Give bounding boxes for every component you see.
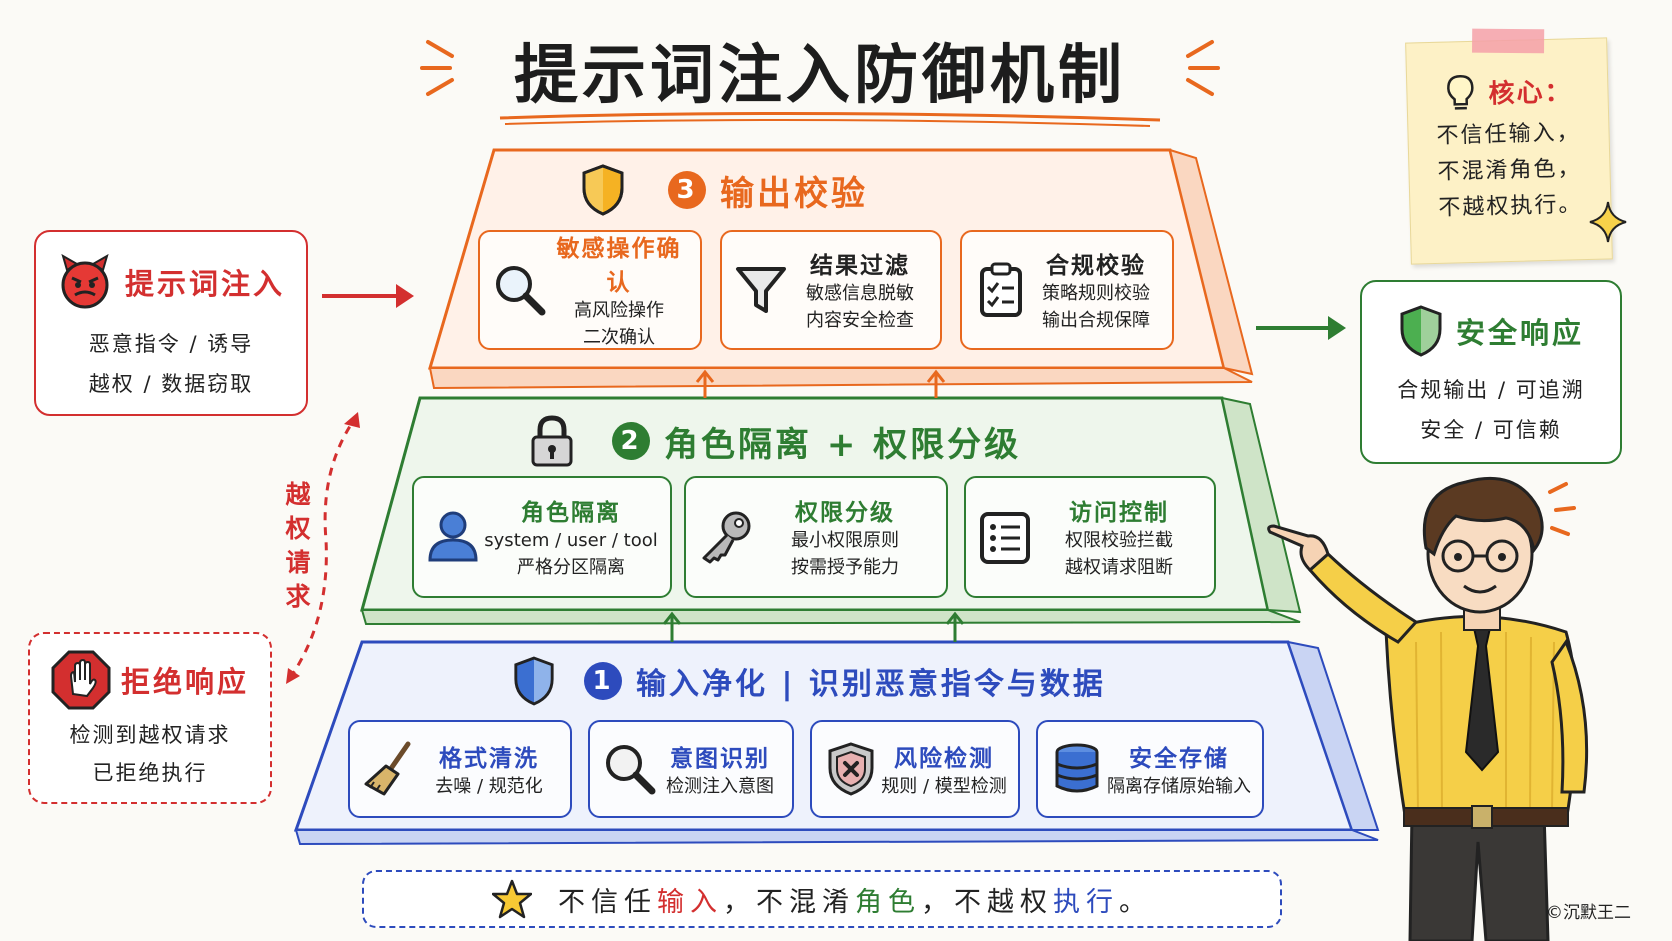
tier-role-header: 2 角色隔离 + 权限分级 bbox=[528, 414, 1021, 468]
input-item-title: 意图识别 bbox=[670, 745, 770, 772]
output-item-title: 结果过滤 bbox=[810, 253, 910, 279]
input-item-line1: 去噪 / 规范化 bbox=[435, 775, 543, 797]
role-item-title: 访问控制 bbox=[1069, 500, 1169, 526]
escalation-label: 越权请求 bbox=[285, 480, 311, 611]
motto-keyword-input: 输入 bbox=[657, 886, 723, 918]
motto-keyword-exec: 执行 bbox=[1053, 886, 1119, 918]
note-line: 不越权执行。 bbox=[1438, 192, 1583, 221]
input-item-title: 风险检测 bbox=[894, 745, 994, 772]
output-item-line1: 策略规则校验 bbox=[1042, 283, 1150, 304]
note-line: 不信任输入， bbox=[1436, 120, 1581, 149]
user-icon bbox=[428, 511, 478, 562]
input-item-line1: 隔离存储原始输入 bbox=[1107, 775, 1251, 797]
devil-icon bbox=[61, 254, 109, 309]
role-item-access: 访问控制 权限校验拦截 越权请求阻断 bbox=[964, 476, 1216, 598]
motto-bar: 不信任输入，不混淆角色，不越权执行。 bbox=[362, 870, 1282, 928]
page-title: 提示词注入防御机制 bbox=[514, 39, 1126, 113]
tier-output-number: 3 bbox=[668, 171, 706, 209]
reject-line1: 检测到越权请求 bbox=[69, 723, 231, 747]
magnifier-icon bbox=[496, 266, 546, 316]
shield-icon bbox=[582, 164, 624, 216]
role-item-line2: 按需授予能力 bbox=[791, 557, 899, 578]
role-item-isolation: 角色隔离 system / user / tool 严格分区隔离 bbox=[412, 476, 672, 598]
note-line: 不混淆角色， bbox=[1437, 156, 1582, 185]
role-item-title: 权限分级 bbox=[795, 500, 895, 526]
motto-text: 不信任 bbox=[558, 886, 657, 918]
output-item-line1: 敏感信息脱敏 bbox=[806, 283, 914, 304]
input-item-line1: 规则 / 模型检测 bbox=[881, 775, 1007, 797]
output-item-title: 合规校验 bbox=[1046, 253, 1146, 279]
role-item-title: 角色隔离 bbox=[521, 500, 621, 526]
tier-output-header: 3 输出校验 bbox=[580, 164, 868, 216]
broom-icon bbox=[364, 741, 411, 796]
tier-role-title: 角色隔离 + 权限分级 bbox=[664, 424, 1022, 465]
reject-title: 拒绝响应 bbox=[120, 665, 249, 699]
key-icon bbox=[702, 511, 751, 564]
motto-keyword-role: 角色 bbox=[855, 886, 921, 918]
input-item-intent: 意图识别 检测注入意图 bbox=[588, 720, 794, 818]
funnel-icon bbox=[736, 267, 786, 313]
input-item-title: 安全存储 bbox=[1129, 745, 1229, 772]
core-note: 核心： 不信任输入， 不混淆角色， 不越权执行。 bbox=[1405, 28, 1613, 265]
shield-x-icon bbox=[828, 742, 874, 796]
injection-title: 提示词注入 bbox=[124, 267, 285, 301]
star-icon bbox=[492, 879, 532, 919]
motto-text: 。 bbox=[1119, 886, 1152, 918]
safe-box: 安全响应 合规输出 / 可追溯 安全 / 可信赖 bbox=[1360, 280, 1622, 464]
role-item-permission: 权限分级 最小权限原则 按需授予能力 bbox=[684, 476, 948, 598]
tier-input-header: 1 输入净化 | 识别恶意指令与数据 bbox=[512, 656, 1106, 706]
safe-line2: 安全 / 可信赖 bbox=[1420, 418, 1562, 442]
safe-title: 安全响应 bbox=[1455, 316, 1584, 350]
tier-input-number: 1 bbox=[584, 662, 622, 700]
lock-icon bbox=[531, 415, 573, 467]
injection-line2: 越权 / 数据窃取 bbox=[88, 372, 254, 396]
output-item-line2: 内容安全检查 bbox=[806, 310, 914, 331]
reject-box: 拒绝响应 检测到越权请求 已拒绝执行 bbox=[28, 632, 272, 804]
input-item-title: 格式清洗 bbox=[439, 745, 539, 772]
role-item-line1: 最小权限原则 bbox=[791, 530, 899, 551]
output-item-title: 敏感操作确认 bbox=[556, 236, 682, 296]
magnifier-icon bbox=[606, 745, 656, 795]
output-item-line2: 输出合规保障 bbox=[1042, 310, 1150, 331]
sparkle-icon bbox=[1589, 201, 1627, 243]
output-item-line2: 二次确认 bbox=[583, 327, 655, 348]
motto-text: ，不混淆 bbox=[723, 886, 855, 918]
role-item-line2: 越权请求阻断 bbox=[1065, 557, 1173, 578]
shield-icon bbox=[1400, 305, 1442, 357]
clipboard-icon bbox=[980, 262, 1022, 317]
note-title: 核心： bbox=[1488, 76, 1573, 110]
output-item-compliance: 合规校验 策略规则校验 输出合规保障 bbox=[960, 230, 1174, 350]
input-item-storage: 安全存储 隔离存储原始输入 bbox=[1036, 720, 1264, 818]
output-item-filter: 结果过滤 敏感信息脱敏 内容安全检查 bbox=[720, 230, 942, 350]
motto-text: ，不越权 bbox=[921, 886, 1053, 918]
input-item-risk: 风险检测 规则 / 模型检测 bbox=[810, 720, 1020, 818]
checklist-icon bbox=[980, 512, 1030, 564]
tape bbox=[1472, 28, 1545, 54]
role-item-line1: system / user / tool bbox=[484, 530, 658, 551]
stop-hand-icon bbox=[51, 650, 111, 710]
role-item-line1: 权限校验拦截 bbox=[1065, 530, 1173, 551]
injection-line1: 恶意指令 / 诱导 bbox=[88, 332, 254, 356]
lightbulb-icon bbox=[1447, 75, 1474, 110]
tier-input-title: 输入净化 | 识别恶意指令与数据 bbox=[636, 667, 1106, 702]
safe-line1: 合规输出 / 可追溯 bbox=[1397, 378, 1585, 402]
shield-icon bbox=[514, 656, 554, 706]
input-item-line1: 检测注入意图 bbox=[666, 775, 774, 797]
tier-role-number: 2 bbox=[612, 422, 650, 460]
database-icon bbox=[1055, 743, 1099, 793]
reject-line2: 已拒绝执行 bbox=[92, 761, 208, 785]
output-item-confirm: 敏感操作确认 高风险操作 二次确认 bbox=[478, 230, 702, 350]
arrow-escalation bbox=[288, 419, 356, 679]
output-item-line1: 高风险操作 bbox=[574, 300, 664, 321]
input-item-clean: 格式清洗 去噪 / 规范化 bbox=[348, 720, 572, 818]
credit-text: ©沉默王二 bbox=[1546, 903, 1631, 923]
presenter-illustration bbox=[1267, 476, 1589, 941]
tier-output-title: 输出校验 bbox=[720, 173, 868, 214]
role-item-line2: 严格分区隔离 bbox=[517, 557, 625, 578]
injection-box: 提示词注入 恶意指令 / 诱导 越权 / 数据窃取 bbox=[34, 230, 308, 416]
